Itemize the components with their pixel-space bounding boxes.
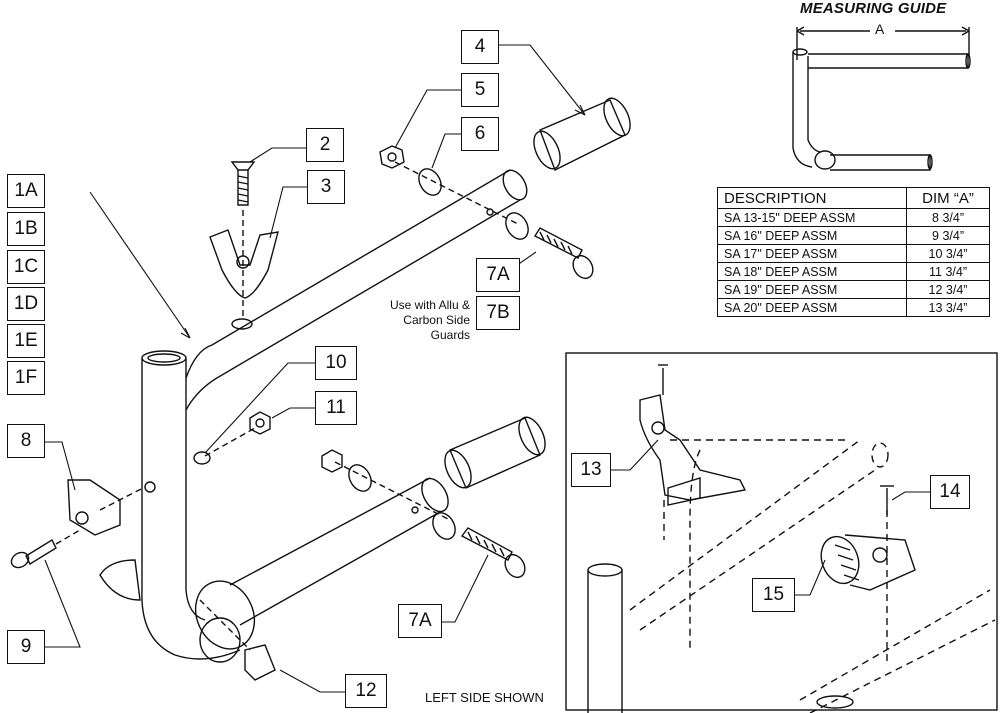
frame-assembly xyxy=(99,169,528,663)
callout-6: 6 xyxy=(461,117,499,151)
note-7B-line2: Carbon Side Guards xyxy=(403,313,470,342)
callout-5: 5 xyxy=(461,73,499,107)
callout-14: 14 xyxy=(930,475,970,509)
part-11-nut xyxy=(249,411,271,435)
callout-13: 13 xyxy=(571,453,611,487)
part-9-screw xyxy=(10,529,81,569)
washer-7A-top xyxy=(505,212,529,240)
part-6-washer xyxy=(418,168,442,196)
part-8-clamp xyxy=(67,479,121,536)
left-side-shown-label: LEFT SIDE SHOWN xyxy=(425,690,544,705)
table-cell-description: SA 19" DEEP ASSM xyxy=(717,280,907,299)
note-7B: Use with Allu & Carbon Side Guards xyxy=(362,298,470,343)
callout-3: 3 xyxy=(307,170,345,204)
detail-inset-frame xyxy=(565,352,998,711)
callout-1A: 1A xyxy=(7,174,45,208)
table-cell-description: SA 18" DEEP ASSM xyxy=(717,262,907,281)
table-cell-dim: 13 3/4” xyxy=(906,298,990,317)
table-cell-dim: 11 3/4” xyxy=(906,262,990,281)
callout-11: 11 xyxy=(315,391,357,425)
part-5-nut xyxy=(379,145,405,169)
table-header-description: DESCRIPTION xyxy=(717,187,907,209)
leader-lines xyxy=(44,44,930,693)
callout-7B: 7B xyxy=(476,296,520,330)
table-cell-description: SA 16" DEEP ASSM xyxy=(717,226,907,245)
callout-1C: 1C xyxy=(7,250,45,284)
callout-9: 9 xyxy=(7,630,45,664)
callout-7A-bottom: 7A xyxy=(398,604,442,638)
table-cell-description: SA 17" DEEP ASSM xyxy=(717,244,907,263)
detail-inset-drawing xyxy=(629,439,996,713)
measuring-guide-drawing xyxy=(792,26,971,171)
washer-7A-bottom xyxy=(432,512,456,540)
nut-lower xyxy=(321,449,343,473)
table-cell-dim: 10 3/4” xyxy=(906,244,990,263)
part-12-cap xyxy=(244,644,276,681)
insert-lower xyxy=(444,416,546,489)
callout-1D: 1D xyxy=(7,287,45,321)
note-7B-line1: Use with Allu & xyxy=(389,298,470,312)
callout-1F: 1F xyxy=(7,361,45,395)
table-cell-description: SA 13-15" DEEP ASSM xyxy=(717,208,907,227)
part-7A-bolt-top xyxy=(534,227,594,280)
washer-lower xyxy=(348,464,372,492)
callout-4: 4 xyxy=(461,30,499,64)
washer-under-clamp xyxy=(231,318,253,330)
part-4-insert xyxy=(533,97,631,171)
callout-10: 10 xyxy=(315,346,357,380)
detail-post xyxy=(587,563,854,713)
callout-1E: 1E xyxy=(7,324,45,358)
table-header-dim-a: DIM “A” xyxy=(906,187,990,209)
callout-8: 8 xyxy=(7,424,45,458)
callout-15: 15 xyxy=(752,578,795,612)
part-7A-bolt-bottom xyxy=(460,527,526,579)
table-header-row: DESCRIPTION DIM “A” xyxy=(717,187,990,209)
callout-7A-top: 7A xyxy=(476,258,520,292)
part-15-clamp-detail xyxy=(820,534,916,591)
table-cell-dim: 8 3/4” xyxy=(906,208,990,227)
table-cell-description: SA 20" DEEP ASSM xyxy=(717,298,907,317)
callout-1B: 1B xyxy=(7,212,45,246)
part-13-clamp-detail xyxy=(639,364,747,506)
table-cell-dim: 9 3/4” xyxy=(906,226,990,245)
part-3-clamp xyxy=(209,229,279,299)
part-10-washer xyxy=(193,451,211,465)
measuring-guide-title: MEASURING GUIDE xyxy=(800,0,947,17)
callout-2: 2 xyxy=(306,128,344,162)
dimension-a-label: A xyxy=(873,21,887,37)
callout-12: 12 xyxy=(345,674,387,708)
part-2-screw xyxy=(230,161,256,320)
table-cell-dim: 12 3/4” xyxy=(906,280,990,299)
part-14-screw-detail xyxy=(880,485,894,515)
